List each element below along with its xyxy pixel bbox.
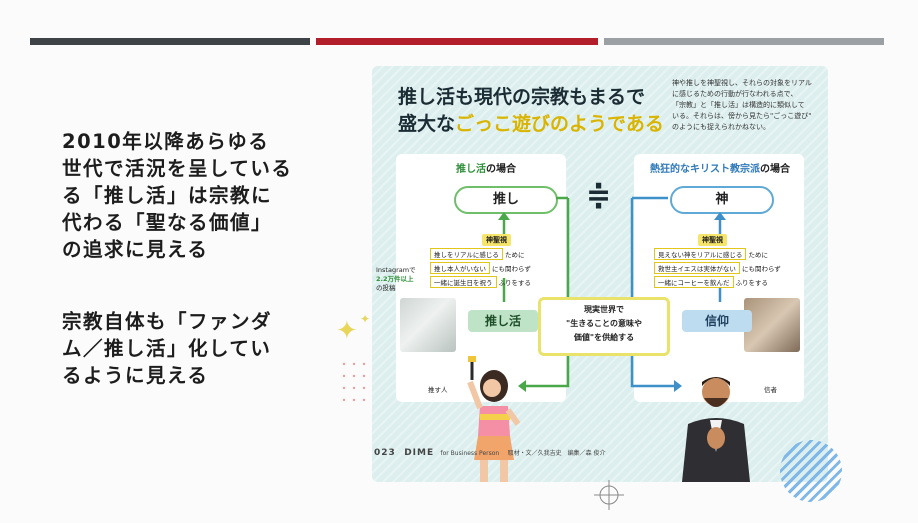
instagram-note: Instagramで 2.2万件以上 の投稿 [376,266,416,292]
left-row: 推し本人がいないにも関わらず [430,262,531,274]
description-line: に感じるための行動が行なわれる点で、 [672,90,798,98]
right-panel-heading: 熱狂的なキリスト教宗派の場合 [650,164,790,175]
oshikatsu-block: 推し活 [468,310,538,332]
right-sacred-tag: 神聖視 [698,234,727,246]
description-line: いる。それらは、傍から見たら"ごっこ遊び" [672,112,812,120]
reality-world-box: 現実世界で "生きることの意味や 価値"を供給する [538,297,670,356]
cake-photo [400,298,456,352]
left-sacred-tag: 神聖視 [482,234,511,246]
magazine-footer: 023 DIME for Business Person 取材・文／久我吉史 編… [374,448,606,458]
god-pill: 神 [670,186,774,214]
left-text-line: 代わる「聖なる価値」 [62,211,273,234]
hatched-circle-decoration [780,440,842,502]
left-text-line: るように見える [62,364,209,387]
top-bar-gray [604,38,884,45]
title-prefix: 盛大な [398,113,456,135]
left-text-line: 2010年以降あらゆる [62,130,270,153]
magazine-subtitle: for Business Person [440,450,500,457]
left-text-line: ム／推し活」化してい [62,337,272,360]
right-row: 救世主イエスは実体がないにも関わらず [654,262,781,274]
right-row: 見えない神をリアルに感じるために [654,248,768,260]
description-line: 「宗教」と「推し活」は構造的に類似して [672,101,805,109]
left-text-line: の追求に見える [62,238,209,261]
left-text-block-2: 宗教自体も「ファンダ ム／推し活」化してい るように見える [62,308,272,389]
infographic-image: 推し活も現代の宗教もまるで 盛大なごっこ遊びのようである 神や推しを神聖視し、そ… [372,66,828,482]
description-line: 神や推しを神聖視し、それらの対象をリアル [672,79,812,87]
praying-man-illustration [682,377,750,482]
left-row: 推しをリアルに感じるために [430,248,524,260]
infographic-title-line1: 推し活も現代の宗教もまるで [398,86,646,108]
infographic-title-line2: 盛大なごっこ遊びのようである [398,109,664,136]
coffee-photo [744,298,800,352]
infographic-description: 神や推しを神聖視し、それらの対象をリアル に感じるための行動が行なわれる点で、 … [672,78,820,133]
approx-equal-symbol: ≑ [586,178,612,213]
right-row: 一緒にコーヒーを飲んだふりをする [654,276,768,288]
left-text-block-1: 2010年以降あらゆる 世代で活況を呈している る「推し活」は宗教に 代わる「聖… [62,128,292,263]
magazine-brand: DIME [404,448,435,458]
title-highlight: ごっこ遊びのようである [455,113,664,135]
left-text-line: る「推し活」は宗教に [62,184,273,207]
oshi-pill: 推し [454,186,558,214]
description-line: のようにも捉えられかねない。 [672,123,770,131]
sparkle-icon: ✦ [336,316,358,346]
magazine-credits: 取材・文／久我吉史 編集／森 俊介 [507,450,606,457]
fan-label: 推す人 [428,386,448,394]
issue-number: 023 [374,448,396,458]
crosshair-mark-icon [594,480,624,510]
faith-block: 信仰 [682,310,752,332]
top-bar-dark [30,38,310,45]
left-text-line: 宗教自体も「ファンダ [62,310,273,333]
believer-label: 信者 [764,386,777,394]
sparkle-icon: ✦ [360,312,371,326]
flow-arrows [498,196,726,392]
top-bar-red [316,38,598,45]
left-row: 一緒に誕生日を祝うふりをする [430,276,531,288]
left-text-line: 世代で活況を呈している [62,157,293,180]
fan-woman-illustration [467,356,521,482]
left-panel-heading: 推し活の場合 [456,164,516,175]
